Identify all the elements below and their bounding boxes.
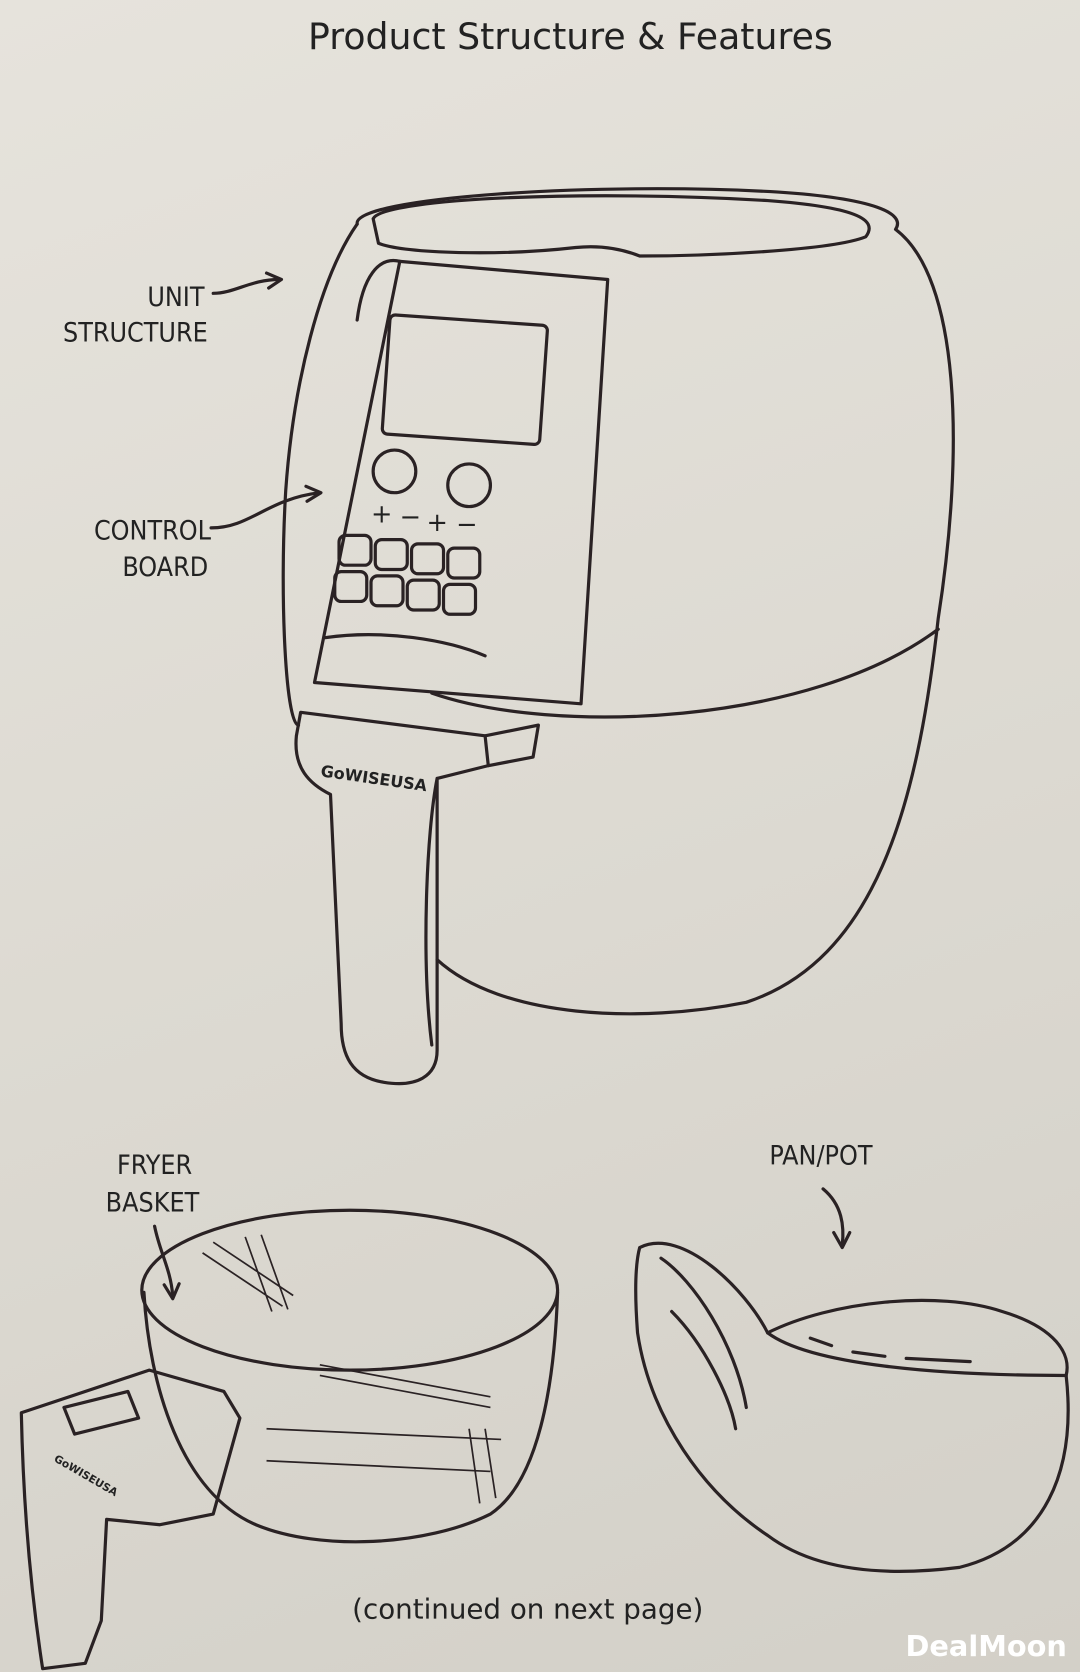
handle[interactable] [294, 710, 490, 1086]
minus-left[interactable]: − [400, 503, 421, 533]
watermark: DealMoon [906, 1629, 1067, 1663]
preset-buttons[interactable] [333, 533, 482, 616]
label-unit-structure-2: STRUCTURE [63, 317, 208, 348]
arrow-fryer-basket [152, 1224, 175, 1298]
label-fryer-basket-1: FRYER [117, 1150, 192, 1181]
label-pan-pot: PAN/POT [769, 1140, 872, 1171]
label-fryer-basket-2: BASKET [106, 1187, 200, 1218]
page-title: Product Structure & Features [308, 15, 833, 58]
release-button[interactable] [62, 1389, 141, 1436]
arrow-control-board [209, 491, 322, 530]
basket-handle[interactable] [19, 1368, 242, 1671]
dial-right[interactable] [446, 462, 493, 509]
label-control-board-1: CONTROL [94, 516, 212, 547]
continued-note: (continued on next page) [352, 1593, 703, 1626]
pan-pot-drawing [634, 1241, 1070, 1573]
display-screen [380, 313, 549, 446]
label-control-board-2: BOARD [122, 552, 208, 583]
minus-right[interactable]: − [456, 510, 477, 540]
basket-brand-logo: GoWISEUSA [52, 1452, 121, 1499]
air-fryer-unit-drawing: + − + − GoWISEUSA [281, 187, 955, 1086]
dial-left[interactable] [371, 448, 418, 495]
arrow-pan-pot [821, 1187, 845, 1247]
arrow-unit-structure [211, 277, 281, 295]
label-unit-structure-1: UNIT [147, 282, 205, 313]
plus-left[interactable]: + [371, 500, 392, 530]
brand-logo: GoWISEUSA [320, 761, 429, 795]
control-board [312, 259, 610, 706]
plus-right[interactable]: + [426, 508, 447, 538]
